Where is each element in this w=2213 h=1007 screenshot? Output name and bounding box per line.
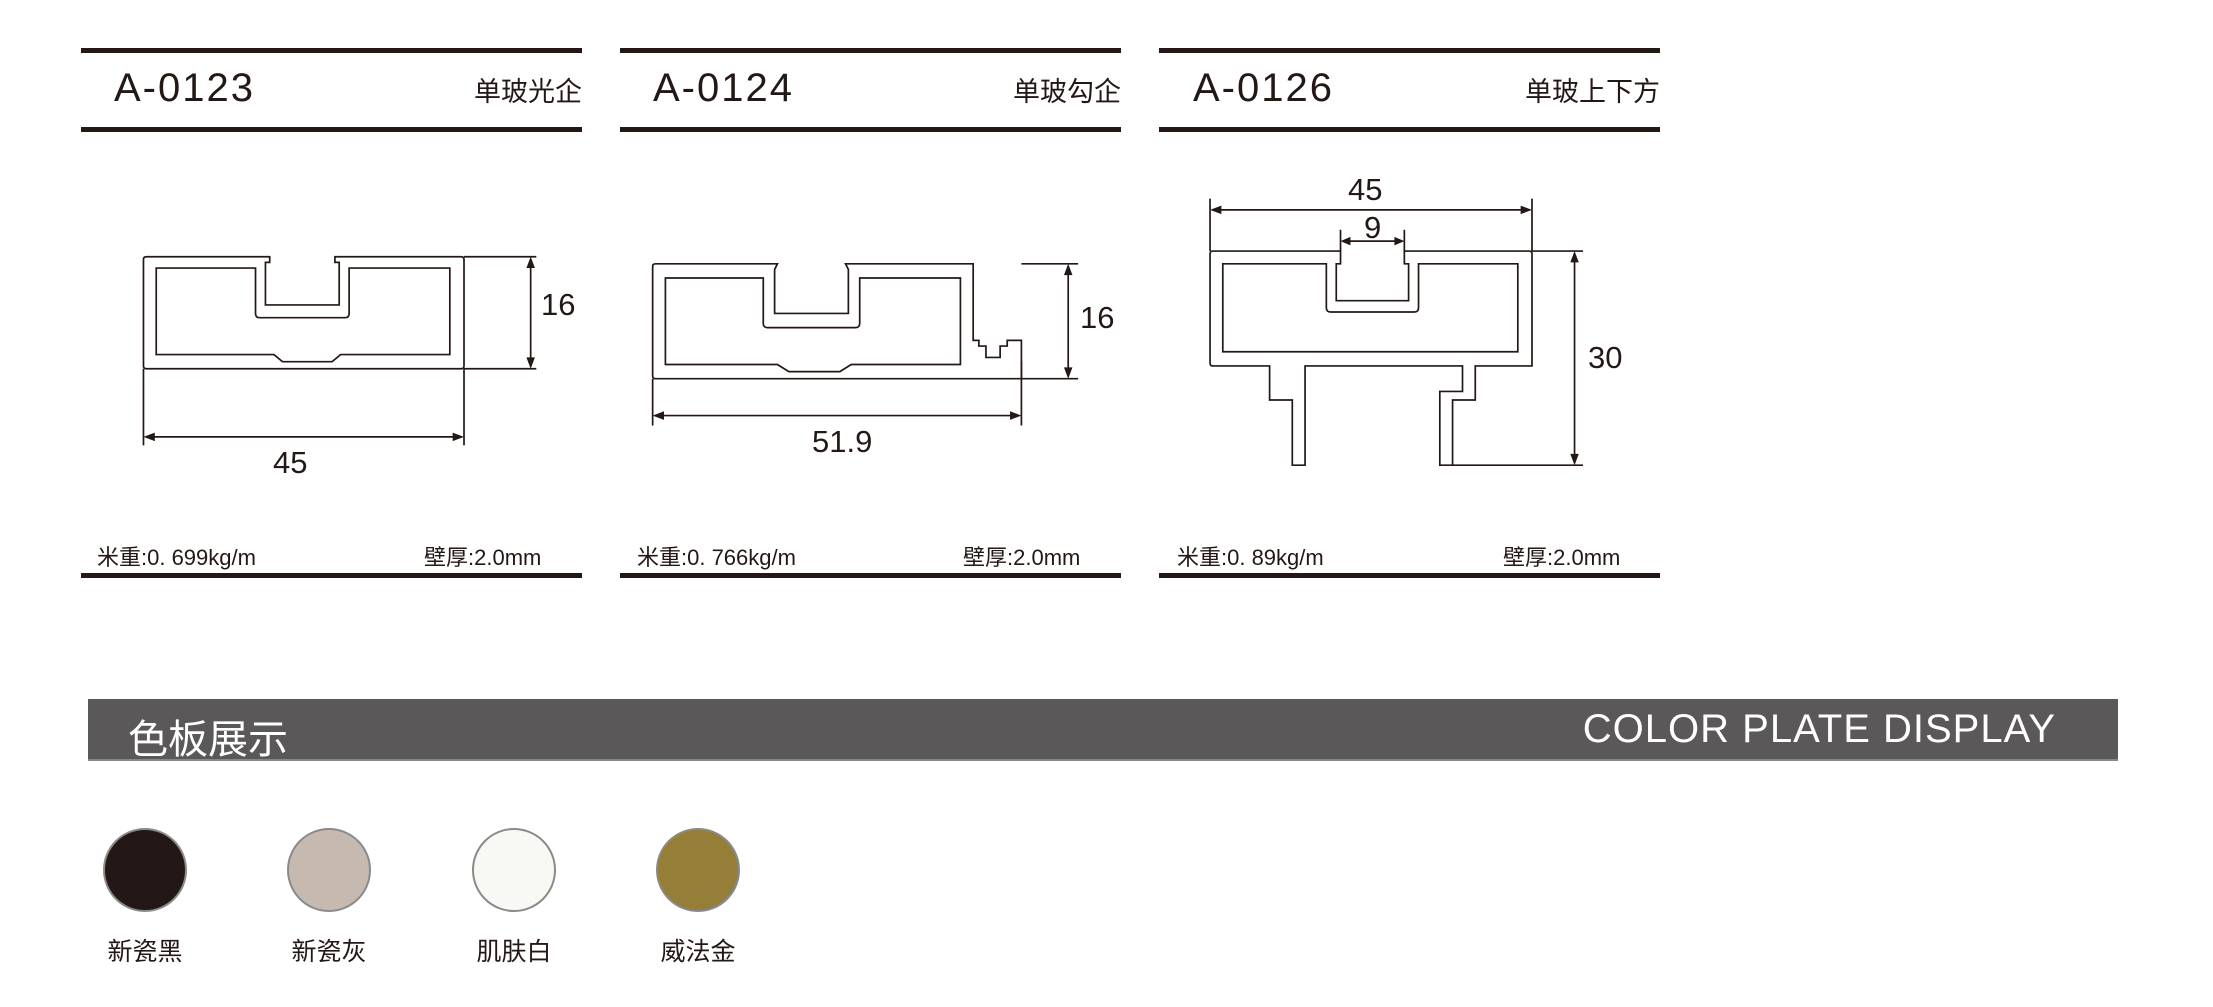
color-plate-banner: 色板展示 COLOR PLATE DISPLAY — [88, 699, 2118, 762]
profile-a0126-drawing — [1209, 198, 1584, 467]
panel-2-mid-rule — [620, 127, 1121, 132]
color-swatch-gold — [656, 828, 740, 912]
profile-a0124-drawing — [651, 262, 1079, 426]
color-label: 肌肤白 — [476, 938, 552, 966]
profile-code: A-0126 — [1193, 66, 1334, 110]
profile-weight: 米重:0. 89kg/m — [1177, 545, 1324, 570]
color-swatch-white — [472, 828, 556, 912]
panel-3-top-rule — [1159, 48, 1660, 53]
color-label: 新瓷黑 — [107, 938, 183, 966]
profile-wall-thickness: 壁厚:2.0mm — [1503, 545, 1621, 570]
profile-wall-thickness: 壁厚:2.0mm — [963, 545, 1081, 570]
profile-weight: 米重:0. 699kg/m — [97, 545, 256, 570]
panel-1-top-rule — [81, 48, 582, 53]
profile-type: 单玻光企 — [474, 77, 582, 107]
panel-3-mid-rule — [1159, 127, 1660, 132]
dimension-height: 16 — [1080, 300, 1115, 335]
profile-weight: 米重:0. 766kg/m — [637, 545, 796, 570]
panel-3-bottom-rule — [1159, 573, 1660, 578]
profile-a0123-drawing — [142, 255, 537, 446]
dimension-slot: 9 — [1364, 210, 1382, 245]
dimension-height: 30 — [1588, 340, 1623, 375]
profile-code: A-0124 — [653, 66, 794, 110]
panel-2-top-rule — [620, 48, 1121, 53]
dimension-width: 45 — [1348, 172, 1383, 207]
color-label: 威法金 — [660, 938, 736, 966]
profile-wall-thickness: 壁厚:2.0mm — [424, 545, 542, 570]
banner-title-cn: 色板展示 — [128, 718, 288, 762]
profile-type: 单玻上下方 — [1525, 77, 1660, 107]
dimension-width: 51.9 — [812, 424, 873, 459]
banner-title-en: COLOR PLATE DISPLAY — [1582, 707, 2056, 751]
dimension-height: 16 — [541, 287, 576, 322]
dimension-width: 45 — [273, 445, 308, 480]
panel-1-bottom-rule — [81, 573, 582, 578]
profile-type: 单玻勾企 — [1013, 77, 1121, 107]
panel-1-mid-rule — [81, 127, 582, 132]
color-swatch-grey — [287, 828, 371, 912]
panel-2-bottom-rule — [620, 573, 1121, 578]
profile-code: A-0123 — [114, 66, 255, 110]
color-label: 新瓷灰 — [291, 938, 367, 966]
color-swatch-black — [103, 828, 187, 912]
